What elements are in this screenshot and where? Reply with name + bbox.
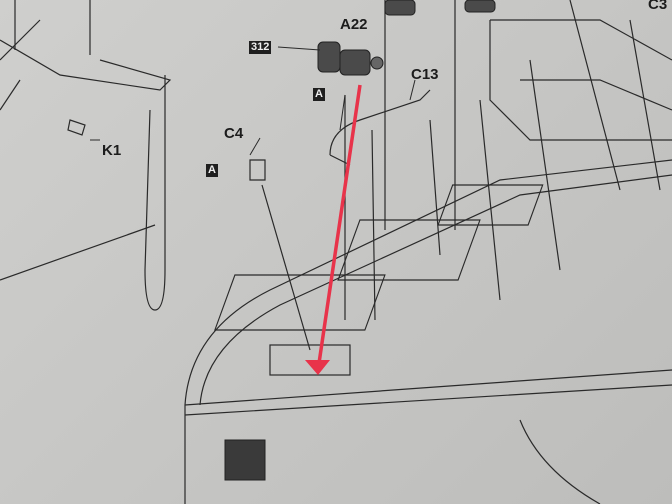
- label-a22: A22: [340, 16, 368, 33]
- label-c4: C4: [224, 125, 244, 142]
- label-marker-a: A: [206, 164, 218, 177]
- label-marker-a: A: [313, 88, 325, 101]
- hull-side: [184, 369, 672, 504]
- hull-deck-edge: [184, 159, 672, 406]
- mast-frame: [0, 0, 172, 91]
- label-part-312: 312: [249, 41, 272, 54]
- label-k1: K1: [102, 142, 122, 159]
- mast-pole: [144, 75, 166, 311]
- highlight-arrowhead: [305, 360, 330, 375]
- deck-hatch: [214, 274, 386, 331]
- bollard: [224, 439, 266, 481]
- superstructure: [489, 19, 672, 141]
- label-c3: C3: [648, 0, 668, 13]
- highlight-arrow: [316, 84, 362, 371]
- part-k1: [67, 119, 86, 136]
- label-c13: C13: [411, 66, 439, 83]
- part-c4: [249, 159, 266, 181]
- part-a22-engine: [317, 0, 496, 76]
